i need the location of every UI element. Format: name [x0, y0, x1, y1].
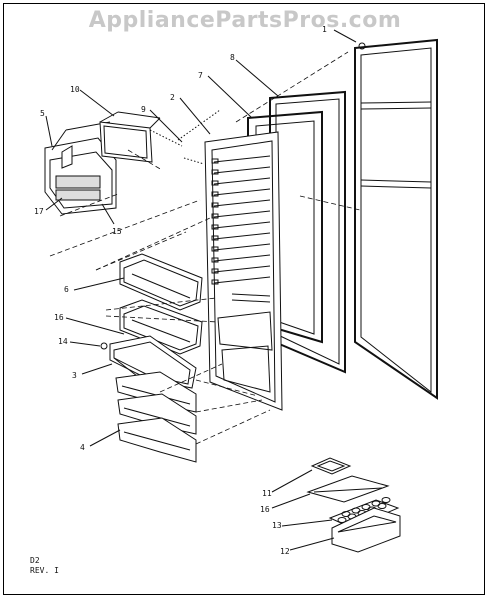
ice-tray [306, 475, 390, 503]
callout-14: 14 [58, 337, 68, 346]
ice-cube-cell [371, 500, 381, 507]
liner-shelf-ridge [213, 276, 271, 284]
diagram-revision: REV. I [30, 566, 59, 575]
ice-bin [331, 507, 401, 553]
callout-12: 12 [280, 547, 290, 556]
liner-shelf-tab [211, 224, 219, 230]
assembly-lines [49, 51, 361, 445]
door-bin-upper [119, 253, 203, 311]
callout-1: 1 [322, 25, 327, 34]
liner-shelf-tab [211, 180, 219, 186]
liner-shelf-ridge [213, 177, 271, 185]
liner-shelf-tab [211, 191, 219, 197]
liner-shelf-tab [211, 202, 219, 208]
diagram-code: D2 [30, 556, 40, 565]
callout-5: 5 [40, 109, 45, 118]
dairy-compartment [44, 121, 117, 215]
ice-cube-cell [351, 507, 361, 514]
ice-cube-cell [337, 517, 347, 523]
liner-shelf-ridge [213, 210, 271, 218]
callout-16-lower: 16 [260, 505, 270, 514]
callout-3: 3 [72, 371, 77, 380]
callout-11: 11 [262, 489, 272, 498]
callout-labels: 1 2 3 4 5 6 7 8 9 10 11 12 13 14 15 16 1… [34, 25, 327, 556]
ice-cube-cell [341, 511, 351, 517]
liner-shelf-ridge [213, 199, 271, 207]
dairy-door [99, 111, 161, 163]
liner-shelf-ridge [213, 155, 271, 163]
callout-17: 17 [34, 207, 44, 216]
callout-9: 9 [141, 105, 146, 114]
liner-shelf-tab [211, 246, 219, 252]
callout-4: 4 [80, 443, 85, 452]
liner-shelf-tab [211, 213, 219, 219]
ice-tray-cover [310, 457, 352, 475]
liner-shelf-tab [211, 158, 219, 164]
callout-10: 10 [70, 85, 80, 94]
callout-6: 6 [64, 285, 69, 294]
diagram-frame [3, 3, 485, 595]
ice-cube-cell [381, 497, 391, 503]
door-liner [204, 131, 283, 411]
callout-13: 13 [272, 521, 282, 530]
door-shelf-4b [117, 417, 197, 463]
liner-shelf-tab [211, 268, 219, 274]
door-bin-middle [119, 299, 203, 355]
liner-shelf-ridge [213, 232, 271, 240]
leader-lines [45, 29, 357, 551]
liner-shelf-ridge [213, 265, 271, 273]
liner-shelf-ridge [213, 166, 271, 174]
callout-16-upper: 16 [54, 313, 64, 322]
callout-2: 2 [170, 93, 175, 102]
liner-shelf-ridge [213, 221, 271, 229]
callout-7: 7 [198, 71, 203, 80]
liner-shelf-tab [211, 235, 219, 241]
outer-door-panel [354, 38, 438, 400]
liner-shelf-ridge [213, 243, 271, 251]
ice-cube-cell [361, 504, 371, 510]
liner-shelf-tab [211, 169, 219, 175]
callout-15: 15 [112, 227, 122, 236]
liner-shelf-tab [211, 257, 219, 263]
liner-shelf-ridge [213, 188, 271, 196]
door-shelf-4a [117, 393, 197, 435]
callout-8: 8 [230, 53, 235, 62]
liner-shelf-ridge [213, 254, 271, 262]
liner-shelf-tab [211, 279, 219, 285]
watermark: AppliancePartsPros.com [88, 8, 402, 33]
